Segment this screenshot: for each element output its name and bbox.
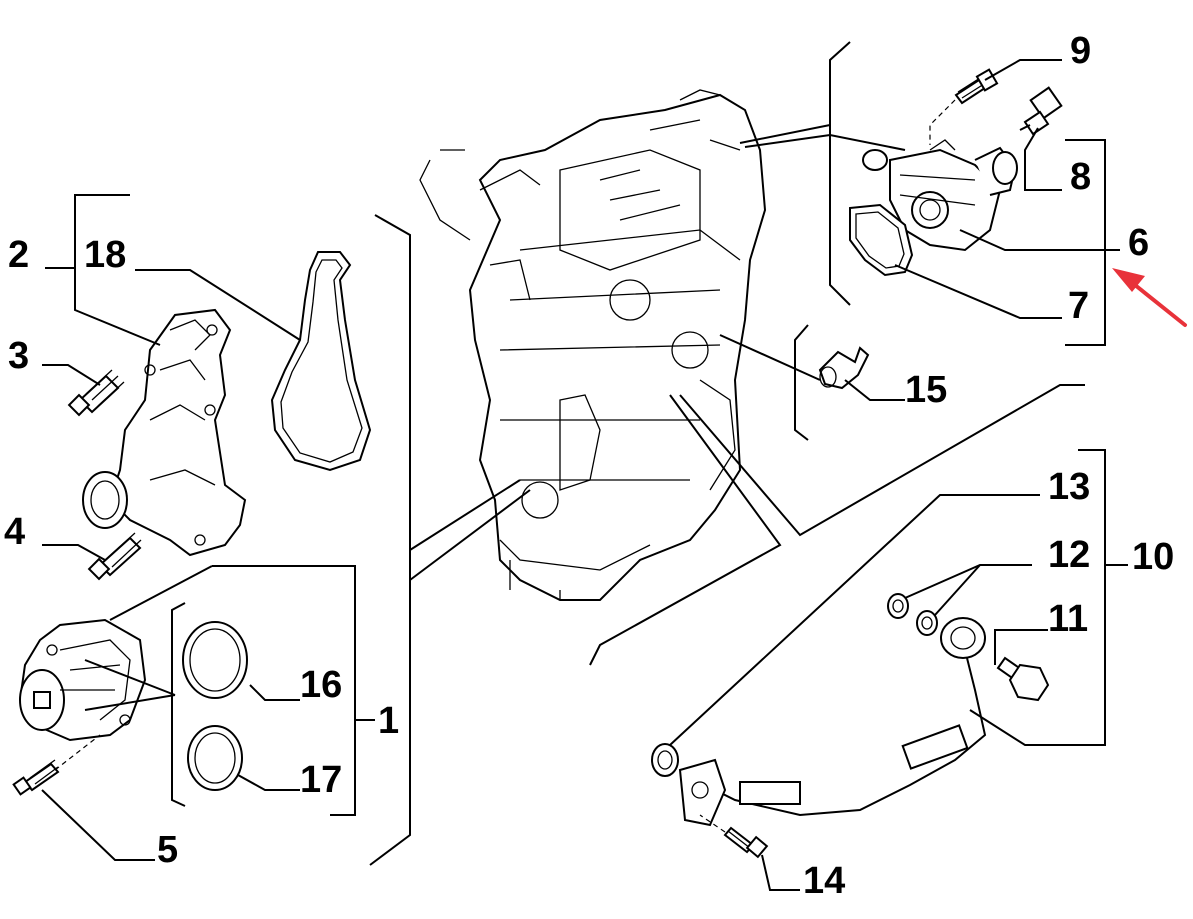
banjo-bolt-11 [996,656,1050,702]
callout-16: 16 [300,664,343,706]
callout-15: 15 [905,369,948,411]
bolt-3 [67,369,125,417]
callout-11: 11 [1048,598,1089,640]
washer-12 [887,593,938,636]
engine-block [419,89,767,601]
callout-17: 17 [300,759,343,801]
callout-18: 18 [84,234,127,276]
gasket-18 [270,251,372,472]
callout-5: 5 [157,829,179,871]
washer-13 [651,743,679,777]
o-ring-16 [182,621,248,699]
oil-pipe [678,617,987,827]
o-ring-17 [187,725,243,791]
bolt-4 [87,532,142,581]
callout-14: 14 [803,860,846,902]
callout-4: 4 [4,511,26,553]
callout-9: 9 [1070,30,1092,72]
thermostat-housing [862,139,1018,252]
leader-lines [41,41,1128,891]
callout-6: 6 [1128,222,1150,264]
callout-7: 7 [1068,285,1090,327]
water-outlet-housing [82,308,247,557]
fitting-15 [818,346,870,390]
bolt-14 [699,814,769,859]
callout-13: 13 [1048,466,1091,508]
callout-8: 8 [1070,156,1092,198]
callout-3: 3 [8,335,30,377]
callout-12: 12 [1048,534,1091,576]
temperature-sensor-8 [1019,86,1063,136]
callout-2: 2 [8,234,30,276]
callout-1: 1 [378,700,400,742]
water-pump [18,618,176,742]
bolt-5 [12,734,101,796]
bolt-9 [929,68,999,145]
callout-10: 10 [1132,536,1175,578]
pointer-arrow [1112,268,1187,327]
